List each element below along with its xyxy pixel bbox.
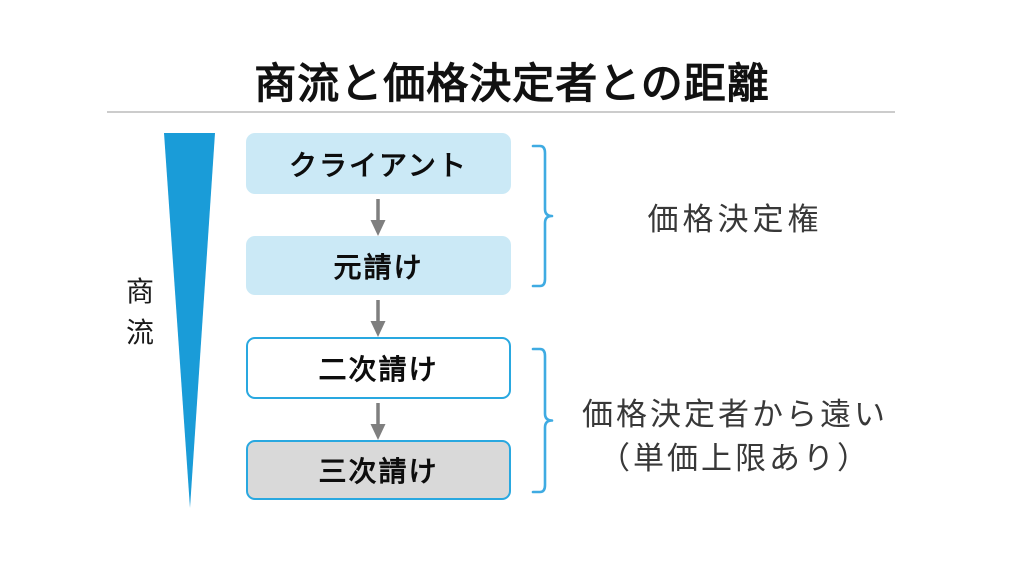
node-second-tier: 二次請け — [246, 337, 511, 399]
node-third-tier: 三次請け — [246, 440, 511, 500]
right-brace-icon — [531, 347, 554, 494]
down-arrow-icon — [370, 199, 386, 236]
right-brace-icon — [531, 144, 554, 288]
flow-direction-triangle-icon — [164, 133, 215, 508]
title-divider — [107, 111, 895, 113]
annotation-line-2: （単価上限あり） — [599, 441, 871, 477]
down-arrow-icon — [370, 403, 386, 440]
annotation-price-decision-right: 価格決定権 — [647, 202, 823, 238]
flow-axis-label: 商流 — [125, 275, 154, 349]
annotation-far-from-price-decider: 価格決定者から遠い （単価上限あり） — [555, 393, 915, 481]
node-prime-contractor: 元請け — [246, 236, 511, 295]
page-title: 商流と価格決定者との距離 — [254, 59, 770, 108]
down-arrow-icon — [370, 300, 386, 337]
node-client: クライアント — [246, 133, 511, 194]
annotation-line-1: 価格決定者から遠い — [582, 397, 888, 433]
